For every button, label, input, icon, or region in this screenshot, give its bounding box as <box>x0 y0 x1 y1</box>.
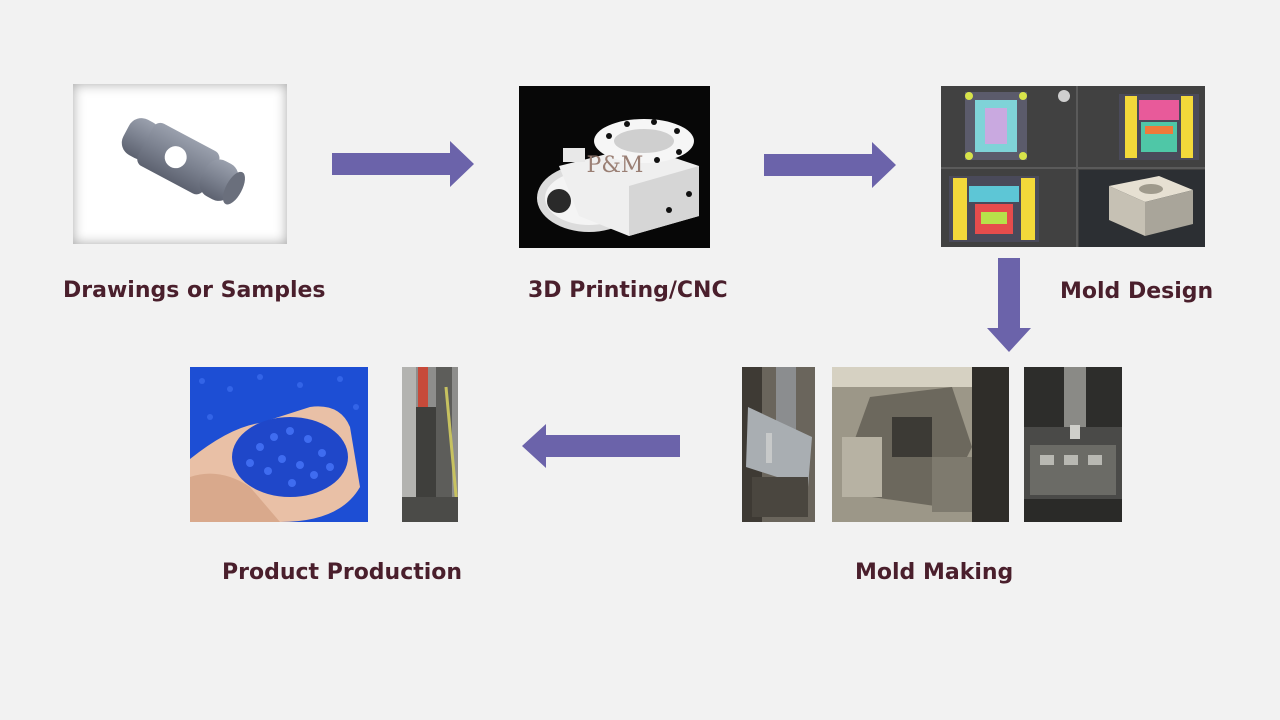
step-label-drawings: Drawings or Samples <box>63 278 326 303</box>
machine-photo <box>402 367 458 522</box>
drawings-image <box>73 84 287 244</box>
mold-cad-icon <box>941 86 1205 247</box>
arrow-right-icon <box>332 141 474 187</box>
step-label-printing: 3D Printing/CNC <box>528 278 728 303</box>
step-label-design: Mold Design <box>1060 279 1214 304</box>
arrow-down-icon <box>987 258 1031 352</box>
step-label-making: Mold Making <box>855 560 1014 585</box>
mold-making-photo-1 <box>742 367 815 522</box>
mold-making-photo-3 <box>1024 367 1122 522</box>
mold-design-image <box>941 86 1205 247</box>
step-label-production: Product Production <box>222 560 463 585</box>
watermark-text: P&M <box>587 153 644 178</box>
arrow-left-icon <box>522 424 680 468</box>
printing-image: P&M <box>519 86 710 248</box>
pellets-photo <box>190 367 368 522</box>
mold-making-photo-2 <box>832 367 1009 522</box>
cad-part-icon <box>121 118 245 205</box>
printed-part-icon: P&M <box>537 119 699 236</box>
arrow-right-icon <box>764 142 896 188</box>
